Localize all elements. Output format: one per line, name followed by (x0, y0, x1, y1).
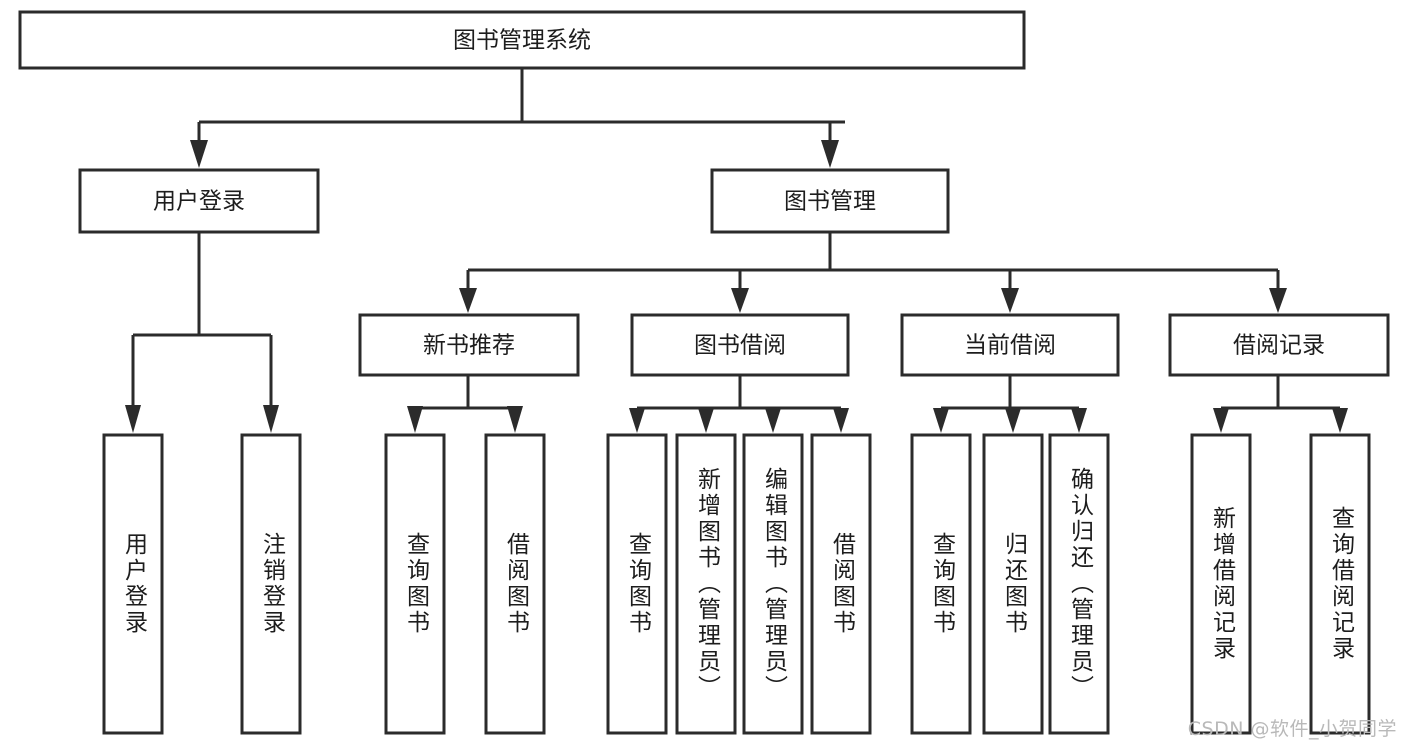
arrowhead-leaf-borrow-book-2 (833, 408, 849, 433)
connector-group-new-book-recommend (407, 375, 523, 433)
arrowhead-leaf-add-record (1213, 408, 1229, 433)
arrowhead-leaf-logout (263, 405, 279, 433)
node-root-label: 图书管理系统 (453, 28, 591, 54)
arrowhead-user-login (190, 140, 208, 168)
node-leaf-query-book-3-box[interactable] (910, 433, 972, 735)
connector-group-book-manage (459, 232, 1287, 313)
node-borrow-record-label: 借阅记录 (1233, 333, 1325, 359)
node-leaf-edit-book-box[interactable] (742, 433, 804, 735)
arrowhead-leaf-query-book-1 (407, 406, 423, 433)
arrowhead-leaf-query-book-2 (629, 408, 645, 433)
arrowhead-leaf-edit-book (765, 408, 781, 433)
node-leaf-add-record-box[interactable] (1190, 433, 1252, 735)
node-new-book-recommend-box[interactable] (358, 313, 580, 377)
node-new-book-recommend[interactable]: 新书推荐 (358, 313, 580, 377)
node-leaf-borrow-book-2-box[interactable] (810, 433, 872, 735)
node-book-borrow[interactable]: 图书借阅 (630, 313, 850, 377)
arrowhead-new-book-recommend (459, 288, 477, 313)
node-user-login-label: 用户登录 (153, 189, 245, 215)
arrowhead-leaf-add-book (698, 408, 714, 433)
node-book-manage-label: 图书管理 (784, 189, 876, 215)
node-book-borrow-label: 图书借阅 (694, 333, 786, 359)
connector-group-root (190, 68, 845, 168)
node-book-borrow-box[interactable] (630, 313, 850, 377)
connector-group-book-borrow (629, 375, 849, 433)
connector-group-user-login (125, 232, 279, 433)
connector-group-borrow-record (1213, 375, 1348, 433)
node-leaf-logout-box[interactable] (240, 433, 302, 735)
node-root-box[interactable] (18, 10, 1026, 70)
arrowhead-leaf-query-book-3 (933, 408, 949, 433)
leaf-boxes (102, 433, 1371, 735)
node-borrow-record-box[interactable] (1168, 313, 1390, 377)
arrowhead-leaf-return-book (1005, 408, 1021, 433)
node-book-manage[interactable]: 图书管理 (710, 168, 950, 234)
node-current-borrow-box[interactable] (900, 313, 1120, 377)
node-new-book-recommend-label: 新书推荐 (423, 333, 515, 359)
arrowhead-leaf-confirm-return (1071, 408, 1087, 433)
connector-group-current-borrow (933, 375, 1087, 433)
node-leaf-confirm-return-box[interactable] (1048, 433, 1110, 735)
node-user-login-box[interactable] (78, 168, 320, 234)
node-leaf-borrow-book-1-box[interactable] (484, 433, 546, 735)
arrowhead-leaf-borrow-book-1 (507, 406, 523, 433)
node-user-login[interactable]: 用户登录 (78, 168, 320, 234)
node-leaf-return-book-box[interactable] (982, 433, 1044, 735)
node-leaf-add-book-box[interactable] (675, 433, 737, 735)
node-current-borrow[interactable]: 当前借阅 (900, 313, 1120, 377)
arrowhead-current-borrow (1001, 288, 1019, 313)
arrowhead-leaf-query-record (1332, 408, 1348, 433)
node-leaf-user-login-box[interactable] (102, 433, 164, 735)
node-book-manage-box[interactable] (710, 168, 950, 234)
node-leaf-query-book-1-box[interactable] (384, 433, 446, 735)
node-borrow-record[interactable]: 借阅记录 (1168, 313, 1390, 377)
node-leaf-query-record-box[interactable] (1309, 433, 1371, 735)
arrowhead-book-manage (821, 140, 839, 168)
node-leaf-query-book-2-box[interactable] (606, 433, 668, 735)
node-current-borrow-label: 当前借阅 (964, 333, 1056, 359)
node-root[interactable]: 图书管理系统 (18, 10, 1026, 70)
arrowhead-leaf-user-login (125, 405, 141, 433)
arrowhead-book-borrow (731, 288, 749, 313)
arrowhead-borrow-record (1269, 288, 1287, 313)
